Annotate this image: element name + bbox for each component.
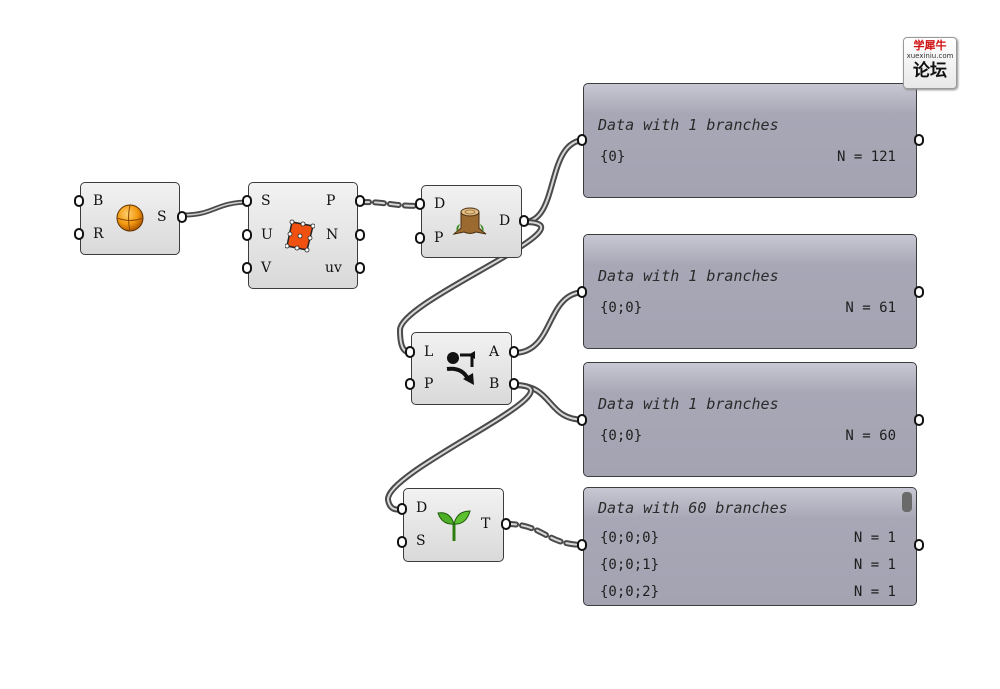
- panel-row: {0;0;0} N = 1: [600, 530, 896, 546]
- wire-sphere-to-divide: [181, 199, 253, 218]
- tree-stump-icon: [452, 207, 487, 235]
- panel-header: Data with 1 branches: [598, 116, 779, 134]
- split-input-p-port[interactable]: [405, 378, 415, 390]
- panel-header: Data with 1 branches: [598, 395, 779, 413]
- output-label-b: B: [489, 376, 500, 392]
- input-label-s: S: [261, 193, 271, 209]
- sphere-output-s-port[interactable]: [177, 211, 187, 223]
- divide-input-u-port[interactable]: [242, 229, 252, 241]
- input-label-v: V: [261, 260, 272, 276]
- split-list-component[interactable]: L P A B: [411, 332, 512, 405]
- watermark-line-1: 学犀牛: [913, 39, 947, 52]
- sphere-input-b-port[interactable]: [74, 195, 84, 207]
- item-count: N = 1: [853, 530, 896, 546]
- wire-split-b-to-graft: [385, 382, 534, 513]
- branch-path: {0;0;2}: [600, 584, 660, 600]
- branch-path: {0;0;1}: [600, 557, 660, 573]
- surface-points-icon: [285, 219, 315, 253]
- wire-split-a-to-panel-2: [511, 289, 588, 356]
- flatten-input-p-port[interactable]: [415, 232, 425, 244]
- item-count: N = 61: [845, 300, 896, 316]
- output-label-n: N: [326, 227, 339, 243]
- flatten-output-d-port[interactable]: [519, 215, 529, 227]
- wire-flatten-to-split: [396, 219, 545, 356]
- branch-path: {0;0}: [600, 428, 643, 444]
- split-output-a-port[interactable]: [509, 346, 519, 358]
- split-input-l-port[interactable]: [405, 346, 415, 358]
- sphere-input-r-port[interactable]: [74, 228, 84, 240]
- split-list-icon: [446, 351, 475, 385]
- sphere-component[interactable]: B R S: [80, 182, 180, 255]
- branch-path: {0;0;0}: [600, 530, 660, 546]
- input-label-s: S: [416, 533, 426, 549]
- panel-3-input-port[interactable]: [577, 414, 587, 426]
- panel-4-output-port[interactable]: [914, 539, 924, 551]
- panel-row: {0;0} N = 60: [600, 428, 896, 444]
- wire-divide-to-flatten: [357, 199, 426, 209]
- output-label-a: A: [489, 344, 500, 360]
- graft-input-s-port[interactable]: [397, 536, 407, 548]
- output-label-d: D: [499, 213, 511, 229]
- input-label-p: P: [424, 376, 434, 392]
- input-label-d: D: [416, 500, 428, 516]
- input-label-d: D: [434, 196, 446, 212]
- panel-3[interactable]: Data with 1 branches {0;0} N = 60: [583, 362, 917, 477]
- sphere-icon: [116, 204, 144, 232]
- graft-output-t-port[interactable]: [501, 518, 511, 530]
- item-count: N = 1: [853, 557, 896, 573]
- panel-4-input-port[interactable]: [577, 539, 587, 551]
- input-label-b: B: [93, 193, 104, 209]
- divide-output-p-port[interactable]: [355, 195, 365, 207]
- watermark-line-2: xuexiniu.com: [906, 52, 954, 60]
- panel-header: Data with 1 branches: [598, 267, 779, 285]
- panel-2-input-port[interactable]: [577, 286, 587, 298]
- output-label-p: P: [326, 193, 336, 209]
- item-count: N = 60: [845, 428, 896, 444]
- item-count: N = 121: [836, 149, 896, 165]
- panel-row: {0;0} N = 61: [600, 300, 896, 316]
- graft-input-d-port[interactable]: [397, 503, 407, 515]
- divide-input-s-port[interactable]: [242, 195, 252, 207]
- split-output-b-port[interactable]: [509, 378, 519, 390]
- divide-output-uv-port[interactable]: [355, 262, 365, 274]
- panel-2-output-port[interactable]: [914, 286, 924, 298]
- panel-1-input-port[interactable]: [577, 134, 587, 146]
- divide-surface-component[interactable]: S U V P N uv: [248, 182, 358, 289]
- wire-graft-to-panel-4: [503, 521, 588, 548]
- panel-4[interactable]: Data with 60 branches {0;0;0} N = 1 {0;0…: [583, 487, 917, 606]
- branch-path: {0}: [600, 149, 626, 165]
- input-label-p: P: [434, 230, 444, 246]
- sprout-icon: [437, 510, 471, 541]
- input-label-u: U: [261, 227, 273, 243]
- divide-input-v-port[interactable]: [242, 262, 252, 274]
- panel-row: {0;0;2} N = 1: [600, 584, 896, 600]
- branch-path: {0;0}: [600, 300, 643, 316]
- flatten-component[interactable]: D P D: [421, 185, 522, 258]
- panel-1[interactable]: Data with 1 branches {0} N = 121: [583, 83, 917, 198]
- graft-component[interactable]: D S T: [403, 488, 504, 562]
- output-label-t: T: [481, 516, 491, 532]
- item-count: N = 1: [853, 584, 896, 600]
- output-label-s: S: [157, 209, 167, 225]
- panel-scrollbar[interactable]: [902, 492, 912, 512]
- input-label-r: R: [93, 226, 104, 242]
- panel-header: Data with 60 branches: [598, 499, 788, 517]
- panel-row: {0} N = 121: [600, 149, 896, 165]
- panel-2[interactable]: Data with 1 branches {0;0} N = 61: [583, 234, 917, 349]
- input-label-l: L: [424, 344, 434, 360]
- panel-row: {0;0;1} N = 1: [600, 557, 896, 573]
- panel-3-output-port[interactable]: [914, 414, 924, 426]
- watermark-line-3: 论坛: [913, 61, 947, 81]
- output-label-uv: uv: [325, 260, 342, 276]
- divide-output-n-port[interactable]: [355, 229, 365, 241]
- wire-flatten-to-panel-1: [521, 137, 588, 225]
- watermark-logo: 学犀牛 xuexiniu.com 论坛: [903, 37, 957, 89]
- panel-1-output-port[interactable]: [914, 134, 924, 146]
- flatten-input-d-port[interactable]: [415, 198, 425, 210]
